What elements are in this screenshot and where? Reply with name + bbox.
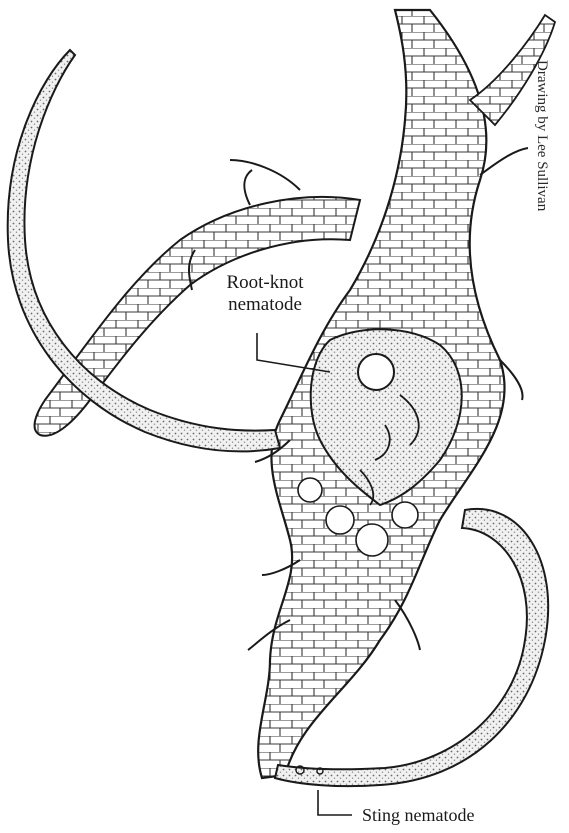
root-knot-label-line2: nematode	[200, 294, 330, 316]
root-knot-label: Root-knot nematode	[200, 272, 330, 316]
sting-leader	[318, 790, 352, 815]
root-knot-label-line1: Root-knot	[200, 272, 330, 294]
sting-nematode-label: Sting nematode	[362, 805, 474, 826]
drawing-credit: Drawing by Lee Sullivan	[533, 60, 550, 211]
